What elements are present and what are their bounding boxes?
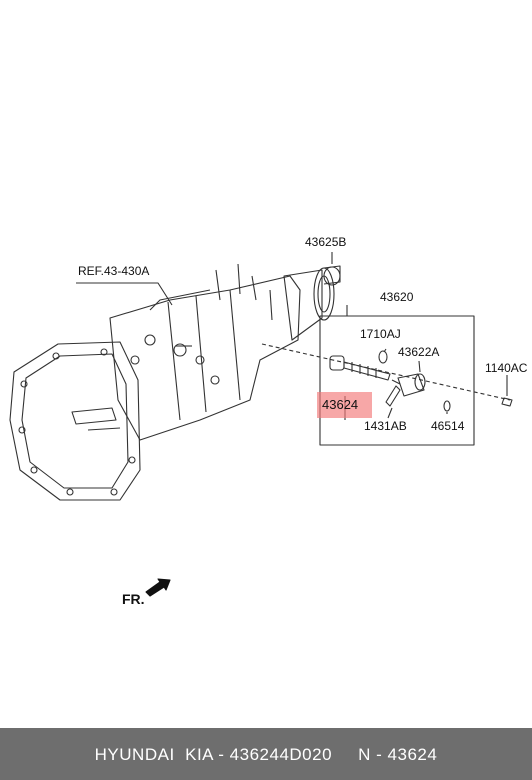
clip-46514 — [443, 400, 451, 412]
label-43624: 43624 — [322, 397, 359, 412]
label-46514: 46514 — [431, 419, 465, 433]
bell-housing — [9, 341, 141, 501]
footer-part-info: HYUNDAI KIA - 436244D020 N - 43624 — [94, 745, 438, 764]
label-1710aj: 1710AJ — [360, 327, 401, 341]
highlighted-part-43624[interactable]: 43624 — [317, 392, 372, 418]
seal-43625b — [323, 265, 341, 286]
label-43622a: 43622A — [398, 345, 440, 359]
label-1431ab: 1431AB — [364, 419, 407, 433]
assembly-box-43620 — [319, 315, 475, 446]
label-43620: 43620 — [380, 290, 414, 304]
pin-1431ab — [385, 385, 401, 407]
bolt-1140ac — [501, 397, 513, 407]
front-arrow-icon — [145, 578, 171, 597]
o-ring-1710aj — [378, 350, 388, 364]
gearbox-case — [109, 263, 301, 441]
label-43625b: 43625B — [305, 235, 347, 249]
driven-gear-43624 — [329, 355, 391, 381]
front-label: FR. — [122, 591, 145, 607]
label-ref-43-430a: REF.43-430A — [78, 264, 150, 278]
label-1140ac: 1140AC — [485, 361, 528, 375]
footer-bar: HYUNDAI KIA - 436244D020 N - 43624 — [0, 728, 532, 780]
transmission-diagram — [9, 252, 513, 597]
sleeve-43622a — [391, 373, 426, 397]
